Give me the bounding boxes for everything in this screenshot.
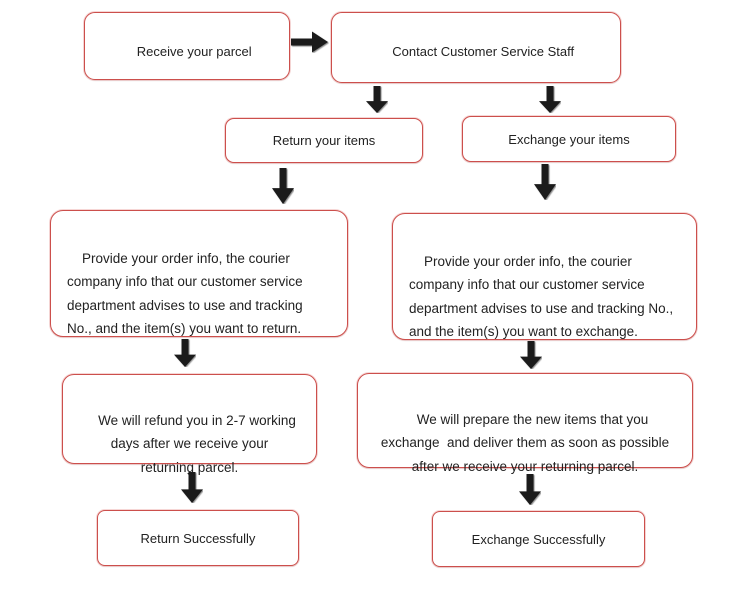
node-receive-parcel-label: Receive your parcel [136,44,252,59]
flow-arrow-down-icon [366,86,388,113]
node-return-order-info-label: Provide your order info, the courier com… [67,250,303,337]
node-exchange-your-items-label: Exchange your items [508,131,630,147]
flow-arrow-down-icon [534,164,556,200]
node-contact-customer-service: Contact Customer Service Staff [331,12,621,83]
node-prepare-new-items-label: We will prepare the new items that you e… [380,411,670,474]
flow-arrow-right-icon [291,31,328,53]
node-return-successfully-label: Return Successfully [140,530,256,546]
node-refund-info: We will refund you in 2-7 working days a… [62,374,317,475]
node-return-your-items: Return your items [225,118,423,163]
node-return-successfully: Return Successfully [97,510,299,566]
node-exchange-order-info: Provide your order info, the courier com… [392,213,697,340]
node-exchange-your-items: Exchange your items [462,116,676,162]
flow-arrow-down-icon [181,472,203,503]
flow-arrow-down-icon [539,86,561,113]
node-exchange-order-info-label: Provide your order info, the courier com… [409,253,674,340]
node-prepare-new-items: We will prepare the new items that you e… [357,373,693,474]
node-refund-info-label: We will refund you in 2-7 working days a… [98,412,296,475]
node-receive-parcel: Receive your parcel [84,12,290,80]
flow-arrow-down-icon [174,339,196,367]
node-exchange-successfully: Exchange Successfully [432,511,645,567]
flow-arrow-down-icon [272,168,294,204]
flow-arrow-down-icon [519,474,541,505]
node-return-order-info: Provide your order info, the courier com… [50,210,348,337]
node-exchange-successfully-label: Exchange Successfully [471,531,606,547]
flow-arrow-down-icon [520,341,542,369]
node-return-your-items-label: Return your items [272,133,376,148]
node-contact-customer-service-label: Contact Customer Service Staff [392,44,575,59]
